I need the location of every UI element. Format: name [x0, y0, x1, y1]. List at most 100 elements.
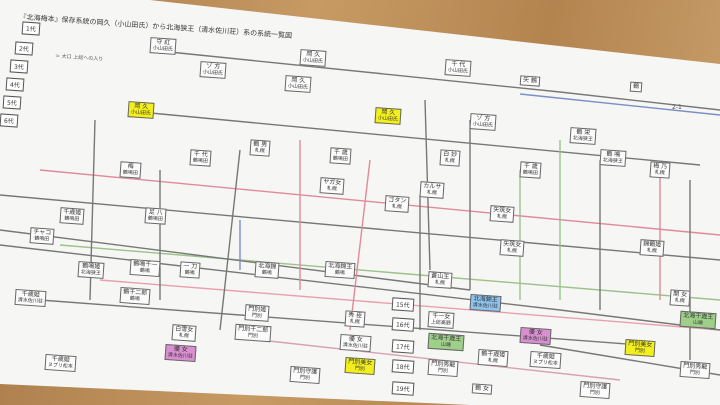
person-box: 門別姫門別 [244, 304, 270, 322]
generation-label: 3代 [9, 59, 29, 74]
generation-label: 15代 [391, 297, 415, 312]
person-box: 千歳姫清水佐川荘 [14, 288, 47, 308]
person-lineage: 清水佐川荘 [522, 335, 548, 343]
person-box: 千歳姫ヌプリ松本 [44, 353, 77, 373]
person-lineage: 北海狭王 [602, 157, 623, 165]
person-lineage: 札幌 [506, 247, 518, 255]
generation-label: 19代 [391, 381, 415, 396]
person-lineage: 札幌 [444, 157, 455, 165]
person-box: 門別美女門別 [344, 356, 376, 376]
person-box: 千 代鶴鳴田 [189, 149, 212, 167]
person-lineage: 門別 [251, 312, 263, 320]
person-box: 秀 臣札幌 [344, 310, 366, 328]
person-box: 梅鶴鳴田 [119, 161, 142, 179]
person-lineage: 鶴鳴 [184, 269, 195, 277]
person-lineage: ヌプリ松本 [532, 359, 558, 367]
person-box: 鶴鳴姫北海狭王 [77, 261, 105, 279]
person-lineage: 上総高野 [430, 319, 451, 327]
legend-line1: 大口 [61, 53, 72, 61]
person-box: 北海千歳王山端 [679, 310, 717, 330]
person-lineage: 鶴鳴 [129, 295, 141, 303]
person-lineage: 鶴鳴田 [192, 157, 208, 165]
person-name: 鶴 [632, 82, 640, 91]
person-box: 北海千歳王山端 [427, 332, 465, 352]
person-lineage: 鶴鳴田 [522, 169, 538, 177]
generation-label: 6代 [0, 113, 19, 128]
person-box: 鶴 栄北海狭王 [569, 127, 597, 145]
person-lineage: 鶴鳴田 [34, 235, 50, 243]
person-box: 白 妙札幌 [439, 149, 461, 167]
person-box: 優 女清水佐川荘 [339, 333, 372, 353]
person-box: 白雪女札幌 [171, 324, 197, 342]
person-lineage: 札幌 [349, 318, 360, 326]
person-box: 鶴千二郎鶴鳴 [119, 286, 151, 306]
person-box: チャコ鶴鳴田 [29, 227, 55, 245]
person-box: 北海錦鶴鳴 [254, 261, 280, 279]
lineage-line [349, 159, 371, 331]
person-lineage: 鶴鳴田 [147, 215, 163, 223]
person-lineage: 鶴鳴田 [64, 215, 80, 223]
person-lineage: 門別 [354, 365, 366, 373]
person-lineage: 山端 [440, 341, 452, 349]
person-box: 岡 久小山田氏 [299, 49, 327, 67]
person-lineage: 小山田氏 [472, 121, 493, 129]
person-name: 矢 鶴 [522, 76, 538, 85]
person-box: 門別千二郎門別 [234, 323, 272, 343]
person-lineage: 北海狭王 [80, 269, 101, 277]
person-box: 矢筑女札幌 [499, 239, 525, 257]
person-lineage: 札幌 [487, 357, 499, 365]
person-lineage: 小山田氏 [152, 45, 173, 53]
person-lineage: 札幌 [178, 332, 190, 340]
page-number: 2-1 [672, 104, 682, 111]
person-box: 鶴鳴千一鶴鳴 [129, 258, 161, 278]
person-lineage: 鶴鳴田 [122, 169, 138, 177]
person-lineage: 小山田氏 [130, 109, 151, 117]
person-box: 守 紅小山田氏 [149, 37, 177, 55]
person-box: 岡 久小山田氏 [374, 107, 402, 125]
person-box: 千歳姫鶴鳴田 [59, 207, 85, 225]
lineage-line [0, 229, 471, 291]
person-box: 開 女札幌 [669, 289, 691, 307]
person-box: ゾ 方小山田氏 [199, 61, 227, 79]
person-lineage: 札幌 [674, 297, 685, 305]
legend-symbol: ＝ [54, 53, 61, 60]
person-lineage: 札幌 [254, 147, 265, 155]
person-box: 門別守護門別 [579, 380, 611, 400]
person-lineage: ヌプリ松本 [47, 362, 73, 370]
person-box: 鶴千歳姫札幌 [477, 348, 509, 368]
person-lineage: 札幌 [646, 247, 658, 255]
person-lineage: 門別 [634, 347, 646, 355]
person-lineage: 鶴鳴 [261, 269, 273, 277]
person-box: 門別美女門別 [624, 338, 656, 358]
person-box: 矢筑女札幌 [489, 205, 515, 223]
person-box: 北海錦王鶴鳴 [324, 260, 356, 280]
person-box: 岡 久小山田氏 [284, 75, 312, 93]
person-box: 千 歳鶴鳴田 [519, 161, 542, 179]
person-box: 鶴 [629, 81, 643, 93]
person-lineage: 門別 [247, 332, 259, 340]
person-box: カルサ札幌 [419, 181, 445, 199]
lineage-line [519, 93, 720, 116]
generation-label: 4代 [5, 77, 25, 92]
person-lineage: 小山田氏 [202, 69, 223, 77]
person-lineage: 札幌 [654, 169, 665, 177]
person-box: 鶴 男札幌 [249, 139, 271, 157]
person-lineage: 鶴鳴 [334, 269, 346, 277]
person-lineage: 小山田氏 [377, 115, 398, 123]
person-lineage: 鶴鳴田 [332, 155, 348, 163]
person-name: 鶴 女 [474, 384, 490, 393]
person-box: 鶴 鳴北海狭王 [599, 149, 627, 167]
person-lineage: 山端 [692, 319, 704, 327]
person-box: 足 八鶴鳴田 [144, 207, 167, 225]
person-lineage: 札幌 [496, 213, 508, 221]
person-box: 北海錦王清水佐川荘 [469, 293, 502, 313]
generation-label: 5代 [2, 95, 22, 110]
person-lineage: 札幌 [391, 203, 403, 211]
person-box: 岡 久小山田氏 [127, 101, 155, 119]
person-lineage: 清水佐川荘 [342, 342, 368, 350]
person-box: 錦鶴姫札幌 [639, 239, 665, 257]
person-lineage: 清水佐川荘 [17, 297, 43, 305]
person-box: 矢 鶴 [519, 75, 541, 87]
person-lineage: 門別 [299, 374, 311, 382]
lineage-line [219, 149, 241, 331]
